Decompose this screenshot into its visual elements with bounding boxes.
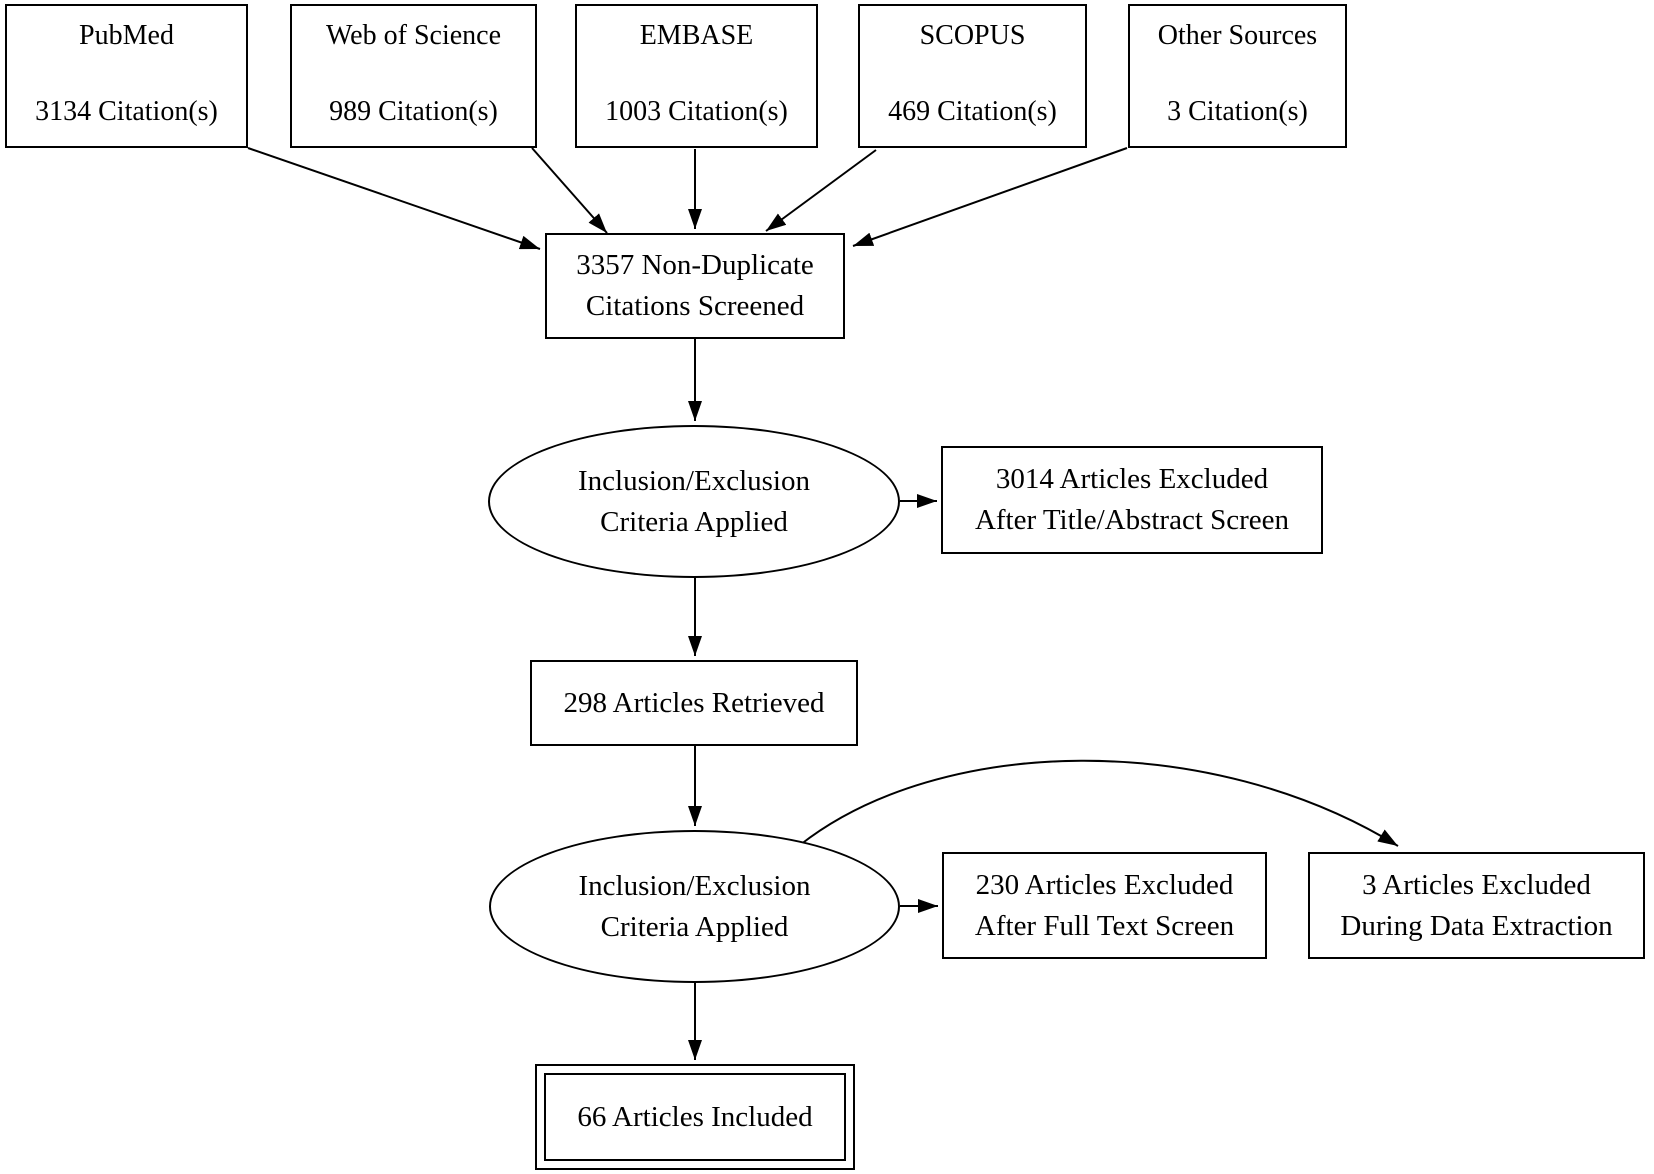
source-count: 3 Citation(s) xyxy=(1167,96,1308,127)
arrow-scopus-to-screened xyxy=(765,149,877,232)
criteria1-line2: Criteria Applied xyxy=(600,505,788,538)
arrow-pubmed-to-screened xyxy=(247,147,541,250)
source-name: Web of Science xyxy=(326,20,501,51)
criteria2-line1: Inclusion/Exclusion xyxy=(578,869,811,902)
criteria2-line2: Criteria Applied xyxy=(600,910,789,943)
arrow-webofscience-to-screened xyxy=(531,147,608,234)
included-box: 66 Articles Included xyxy=(535,1064,855,1170)
source-name: PubMed xyxy=(79,20,174,51)
criteria-ellipse-2: Inclusion/Exclusion Criteria Applied xyxy=(489,830,900,983)
excluded-title-abstract-line1: 3014 Articles Excluded xyxy=(995,463,1269,495)
excluded-data-extraction-line2: During Data Extraction xyxy=(1340,909,1613,942)
source-box-other-sources: Other Sources 3 Citation(s) xyxy=(1128,4,1347,148)
included-box-inner: 66 Articles Included xyxy=(544,1073,846,1161)
source-name: SCOPUS xyxy=(919,20,1026,51)
source-name: EMBASE xyxy=(639,20,754,51)
source-count: 989 Citation(s) xyxy=(329,96,498,127)
source-count: 3134 Citation(s) xyxy=(35,96,218,127)
source-box-scopus: SCOPUS 469 Citation(s) xyxy=(858,4,1087,148)
source-box-embase: EMBASE 1003 Citation(s) xyxy=(575,4,818,148)
screened-line2: Citations Screened xyxy=(585,290,805,322)
excluded-title-abstract-line2: After Title/Abstract Screen xyxy=(974,504,1290,536)
arrow-othersources-to-screened xyxy=(852,147,1128,247)
source-box-pubmed: PubMed 3134 Citation(s) xyxy=(5,4,248,148)
screened-line1: 3357 Non-Duplicate xyxy=(576,249,814,281)
excluded-data-extraction-line1: 3 Articles Excluded xyxy=(1362,868,1591,901)
criteria1-line1: Inclusion/Exclusion xyxy=(578,464,810,497)
source-box-web-of-science: Web of Science 989 Citation(s) xyxy=(290,4,537,148)
source-count: 1003 Citation(s) xyxy=(605,96,788,127)
source-name: Other Sources xyxy=(1157,20,1318,51)
excluded-full-text-line1: 230 Articles Excluded xyxy=(975,868,1234,901)
excluded-full-text-box: 230 Articles Excluded After Full Text Sc… xyxy=(942,852,1267,959)
source-count: 469 Citation(s) xyxy=(888,96,1057,127)
included-label: 66 Articles Included xyxy=(577,1100,813,1133)
retrieved-box: 298 Articles Retrieved xyxy=(530,660,858,746)
criteria-ellipse-1: Inclusion/Exclusion Criteria Applied xyxy=(488,425,900,578)
screened-box: 3357 Non-Duplicate Citations Screened xyxy=(545,233,845,339)
excluded-full-text-line2: After Full Text Screen xyxy=(974,909,1235,942)
excluded-data-extraction-box: 3 Articles Excluded During Data Extracti… xyxy=(1308,852,1645,959)
retrieved-label: 298 Articles Retrieved xyxy=(563,686,825,719)
excluded-title-abstract-box: 3014 Articles Excluded After Title/Abstr… xyxy=(941,446,1323,554)
arrow-criteria2-to-excluded-data-extraction xyxy=(799,759,1399,847)
